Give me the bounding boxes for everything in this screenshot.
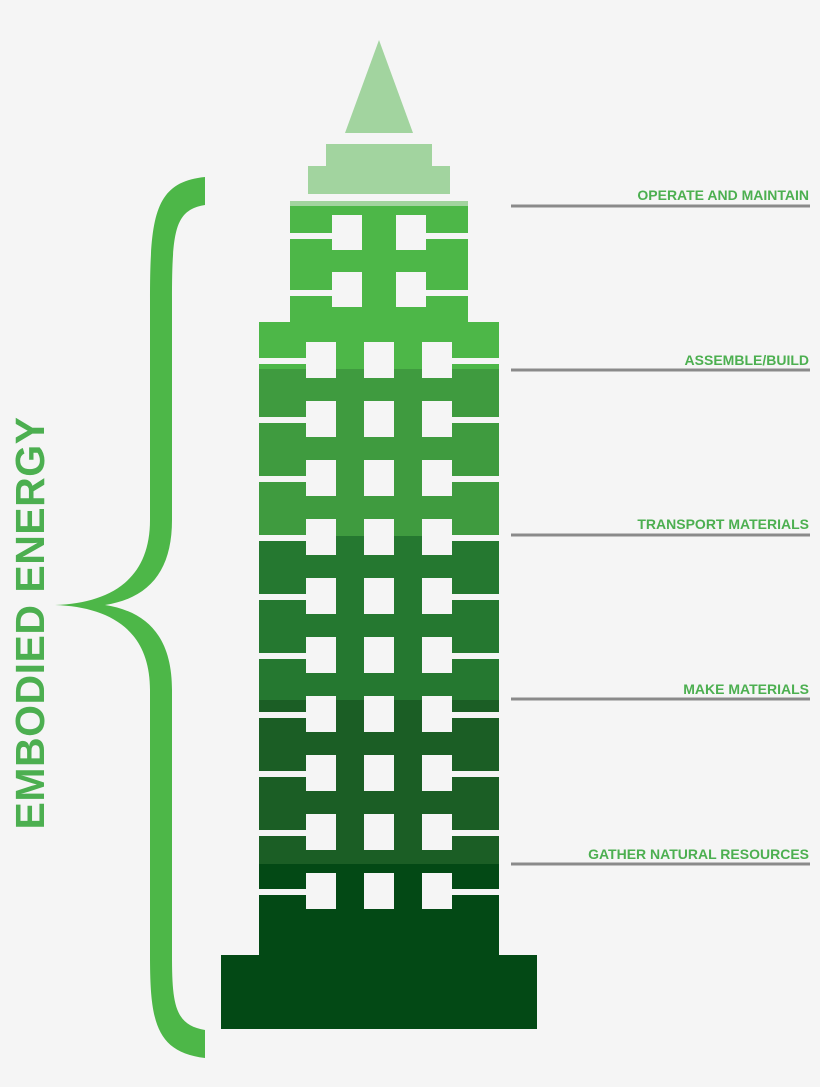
window — [452, 830, 499, 836]
window — [306, 814, 336, 850]
window — [364, 814, 394, 850]
stage-labels: OPERATE AND MAINTAIN ASSEMBLE/BUILD TRAN… — [511, 187, 810, 866]
window — [306, 696, 336, 732]
window — [306, 460, 336, 496]
building-windows — [259, 215, 499, 909]
window — [364, 873, 394, 909]
window — [332, 215, 362, 250]
window — [364, 637, 394, 673]
window — [364, 696, 394, 732]
window — [452, 594, 499, 600]
window — [364, 342, 394, 378]
window — [332, 272, 362, 307]
window — [306, 342, 336, 378]
band-transport-materials — [221, 536, 537, 700]
window — [452, 712, 499, 718]
window — [306, 637, 336, 673]
window — [452, 476, 499, 482]
window — [259, 653, 306, 659]
window — [452, 535, 499, 541]
spire-step-lower — [308, 166, 450, 194]
window — [306, 755, 336, 791]
stage-label: ASSEMBLE/BUILD — [685, 352, 809, 368]
window — [396, 272, 426, 307]
spire-ledge — [290, 201, 468, 206]
window — [364, 460, 394, 496]
window — [422, 401, 452, 437]
window — [426, 233, 468, 239]
spire-tip — [345, 40, 413, 133]
stage-make-materials: MAKE MATERIALS — [511, 681, 810, 701]
window — [452, 358, 499, 364]
stage-operate-and-maintain: OPERATE AND MAINTAIN — [511, 187, 810, 208]
window — [259, 771, 306, 777]
stage-label: TRANSPORT MATERIALS — [637, 516, 809, 532]
curly-brace — [55, 177, 205, 1058]
window — [364, 578, 394, 614]
window — [306, 401, 336, 437]
window — [422, 873, 452, 909]
window — [396, 215, 426, 250]
window — [259, 889, 306, 895]
window — [426, 292, 468, 296]
stage-label: GATHER NATURAL RESOURCES — [588, 846, 809, 862]
embodied-energy-label: EMBODIED ENERGY — [7, 417, 53, 830]
band-assemble-build — [221, 369, 537, 536]
stage-gather-natural-resources: GATHER NATURAL RESOURCES — [511, 846, 810, 866]
window — [259, 712, 306, 718]
window — [259, 830, 306, 836]
window — [452, 417, 499, 423]
stage-label: OPERATE AND MAINTAIN — [637, 187, 809, 203]
window — [364, 519, 394, 555]
window — [290, 292, 332, 296]
window — [422, 637, 452, 673]
stage-label: MAKE MATERIALS — [683, 681, 809, 697]
window — [452, 771, 499, 777]
building-body — [221, 206, 537, 1029]
window — [259, 476, 306, 482]
window — [452, 653, 499, 659]
window — [422, 755, 452, 791]
window — [422, 696, 452, 732]
window — [422, 814, 452, 850]
window — [422, 342, 452, 378]
stage-assemble-build: ASSEMBLE/BUILD — [511, 352, 810, 372]
window — [306, 578, 336, 614]
window — [452, 889, 499, 895]
window — [422, 578, 452, 614]
stage-transport-materials: TRANSPORT MATERIALS — [511, 516, 810, 537]
window — [306, 519, 336, 555]
window — [259, 535, 306, 541]
window — [259, 594, 306, 600]
window — [290, 233, 332, 239]
spire-step-upper — [326, 144, 432, 167]
window — [259, 358, 306, 364]
window — [422, 460, 452, 496]
building-spire — [290, 40, 468, 206]
window — [364, 755, 394, 791]
window — [422, 519, 452, 555]
window — [364, 401, 394, 437]
window — [259, 417, 306, 423]
window — [306, 873, 336, 909]
